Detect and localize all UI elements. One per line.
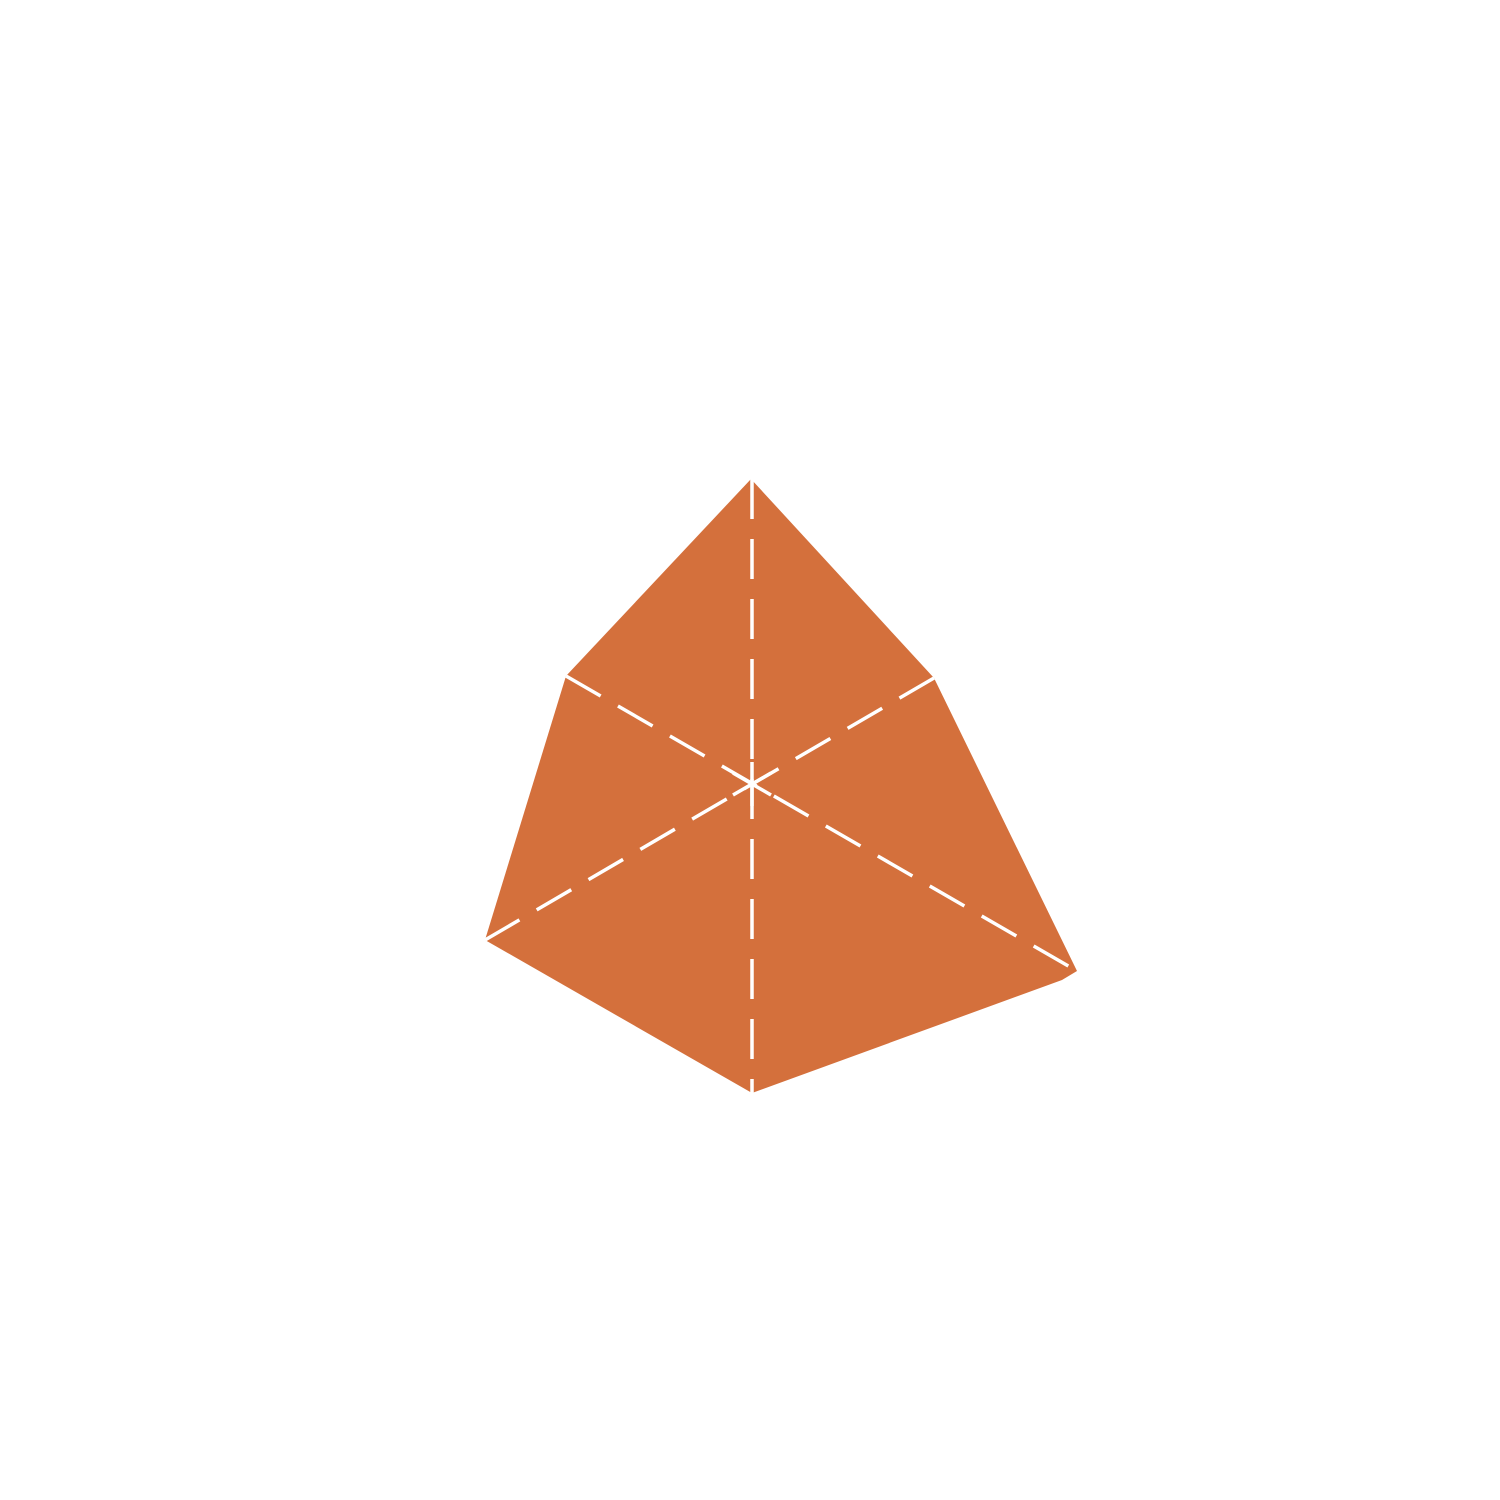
fold-line-diagonal-right	[484, 676, 935, 942]
asterisk-stroke-diagonal-b	[732, 771, 772, 797]
hexagon-shape	[485, 479, 1077, 1093]
center-asterisk-icon	[732, 762, 772, 806]
fold-line-diagonal-left	[565, 674, 1078, 973]
